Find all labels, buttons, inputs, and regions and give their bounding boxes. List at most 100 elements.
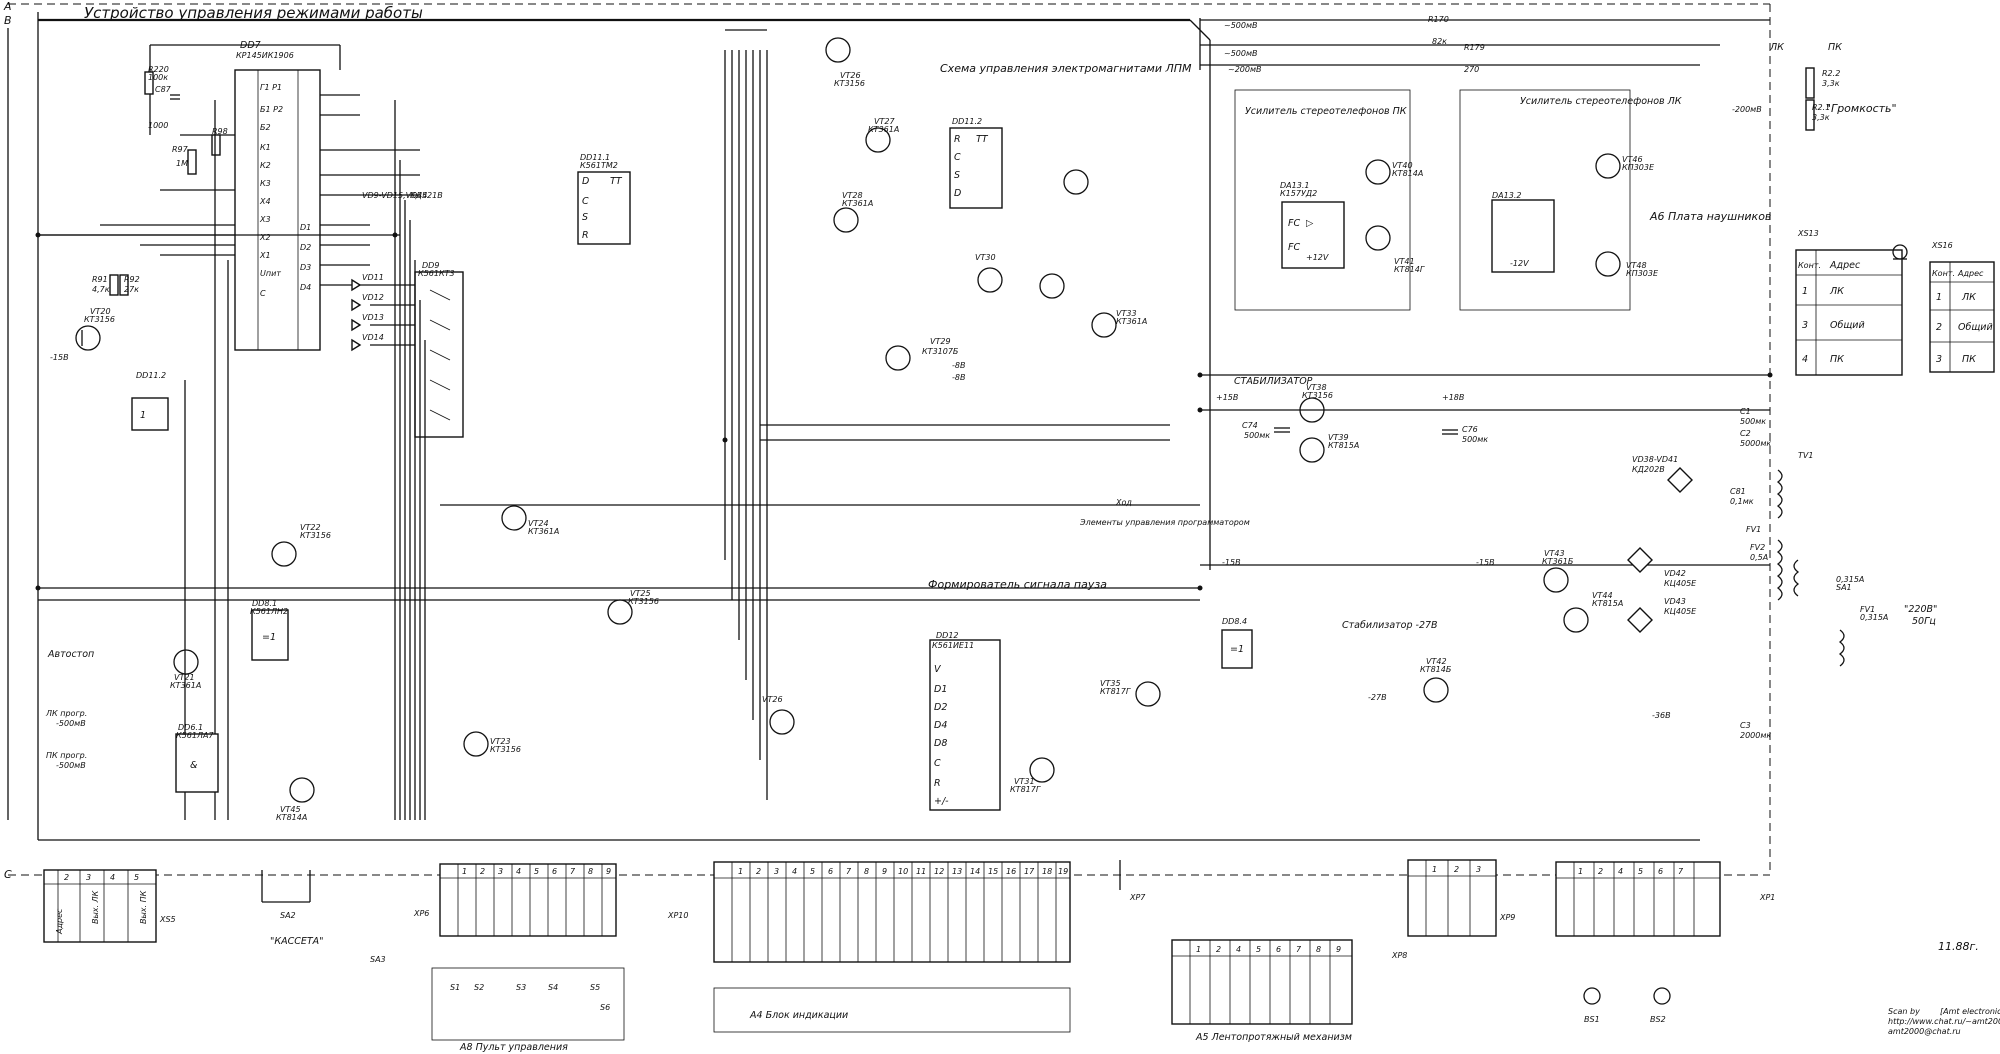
svg-text:VD12: VD12 [362,293,384,302]
svg-text:1: 1 [1578,867,1583,876]
svg-text:ПК: ПК [1830,354,1845,365]
chip-dd8-4: DD8.4 =1 [1221,617,1253,669]
svg-text:X4: X4 [259,197,271,206]
credits: Scan by [Amt electronics] http://www.cha… [1888,1007,2000,1036]
svg-text:2: 2 [756,867,761,876]
svg-text:3: 3 [498,867,503,876]
section-stabilizer-27: Стабилизатор -27В [1342,620,1438,631]
svg-text:VT31: VT31 [1014,777,1035,786]
svg-text:-8В: -8В [952,373,965,382]
svg-text:DD11.2: DD11.2 [952,117,982,126]
svg-text:VD13: VD13 [362,313,384,322]
lower-transistors: VT21 КТ361А VT22 КТ3156 VT23 КТ3156 VT24… [170,505,1161,822]
rail-label-b: B [4,14,12,27]
svg-text:VT26: VT26 [840,71,861,80]
svg-text:КТ361А: КТ361А [1116,317,1147,326]
sockets-bs: BS1 BS2 [1583,987,1671,1024]
svg-text:VT24: VT24 [528,519,549,528]
svg-text:КТ361А: КТ361А [868,125,899,134]
svg-text:DD11.1: DD11.1 [580,153,610,162]
svg-text:КТ814Б: КТ814Б [1420,665,1452,674]
svg-text:▷: ▷ [1306,218,1314,229]
svg-text:КТ3156: КТ3156 [1302,391,1333,400]
svg-text:Адрес: Адрес [1957,269,1984,278]
svg-text:-15В: -15В [1222,558,1241,567]
svg-text:3: 3 [1802,320,1808,331]
section-stabilizer: СТАБИЛИЗАТОР [1234,376,1313,387]
svg-text:TT: TT [976,134,989,145]
chip-dd6-1: DD6.1 К561ЛА7 & [175,723,219,793]
svg-text:=1: =1 [1230,644,1244,655]
svg-text:Б2: Б2 [260,123,271,132]
svg-text:КП303Е: КП303Е [1622,163,1655,172]
svg-text:7: 7 [1678,867,1684,876]
svg-text:1: 1 [1432,865,1437,874]
svg-text:КТ3156: КТ3156 [300,531,331,540]
chip-da13-1: DA13.1 К157УД2 FC ▷ FC +12V [1280,181,1345,269]
svg-text:1: 1 [462,867,467,876]
connector-xs5: XS5 Адрес 2 3 4 5 Вых. ЛК Вых. ПК [43,869,176,943]
svg-text:К561ТМ2: К561ТМ2 [580,161,618,170]
svg-text:КТ817Г: КТ817Г [1010,785,1041,794]
horizontal-rails [38,19,1770,601]
chip-dd11-1: DD11.1 К561ТМ2 D C S R TT [577,153,631,245]
svg-text:R2.2: R2.2 [1822,69,1840,78]
res-r92: R92 [124,275,140,284]
svg-text:D: D [954,188,961,199]
svg-text:270: 270 [1464,65,1479,74]
chip-dd11-2: DD11.2 R C S D TT [949,117,1003,209]
svg-text:500мк: 500мк [1244,431,1270,440]
svg-text:VD43: VD43 [1664,597,1686,606]
connector-xs16: XS16 Конт. Адрес 1 ЛК 2 Общий 3 ПК [1929,241,1995,373]
svg-text:7: 7 [846,867,852,876]
svg-text:17: 17 [1024,867,1035,876]
chip-dd7: DD7 КР145ИК1906 Г1 Р1 Б1 Р2 Б2 К1 К2 К3 … [234,40,321,351]
svg-text:R: R [582,230,589,241]
chip-dd7-part: КР145ИК1906 [236,51,294,60]
svg-text:S3: S3 [516,983,526,992]
svg-text:3,3к: 3,3к [1822,79,1840,88]
svg-text:VT22: VT22 [300,523,321,532]
svg-text:ПК: ПК [1962,354,1977,365]
left-passives: R220 100к C87 1000 R97 1М R98 R91 4,7к R… [92,65,228,296]
svg-text:-36В: -36В [1652,711,1671,720]
svg-text:8: 8 [588,867,593,876]
svg-text:~200мВ: ~200мВ [1228,65,1262,74]
svg-text:1М: 1М [176,159,188,168]
svg-text:D: D [582,176,589,187]
svg-text:1: 1 [738,867,743,876]
svg-text:FC: FC [1288,218,1300,229]
svg-text:VT38: VT38 [1306,383,1327,392]
switch-sa3: SA3 [370,955,386,964]
svg-text:DD11.2: DD11.2 [136,371,166,380]
svg-text:КТ817Г: КТ817Г [1100,687,1131,696]
svg-text:8: 8 [864,867,869,876]
svg-text:Конт.: Конт. [1798,261,1821,270]
section-amp-left: Усилитель стереотелефонов ПК [1245,106,1408,117]
svg-text:3: 3 [1936,354,1942,365]
connector-xp7: XP7 [1119,860,1146,902]
svg-text:КП303Е: КП303Е [1626,269,1659,278]
svg-text:Адрес: Адрес [55,908,64,935]
rail-label-a: A [3,0,12,13]
headphone-jack-icon [1892,244,1908,260]
svg-text:К561ИЕ11: К561ИЕ11 [932,641,974,650]
svg-text:XP6: XP6 [413,909,429,918]
svg-text:C74: C74 [1242,421,1258,430]
svg-text:S4: S4 [548,983,558,992]
svg-text:+/-: +/- [934,796,949,807]
svg-text:C81: C81 [1730,487,1746,496]
svg-text:10: 10 [898,867,908,876]
svg-text:12: 12 [934,867,944,876]
svg-text:VT39: VT39 [1328,433,1349,442]
svg-text:C3: C3 [1740,721,1751,730]
svg-text:XP1: XP1 [1759,893,1775,902]
svg-text:C1: C1 [1740,407,1751,416]
svg-text:ЛК: ЛК [1961,292,1977,303]
svg-text:S6: S6 [600,1003,610,1012]
svg-text:SA2: SA2 [280,911,296,920]
svg-text:0,5А: 0,5А [1750,553,1768,562]
svg-text:6: 6 [552,867,557,876]
svg-text:VT30: VT30 [975,253,996,262]
